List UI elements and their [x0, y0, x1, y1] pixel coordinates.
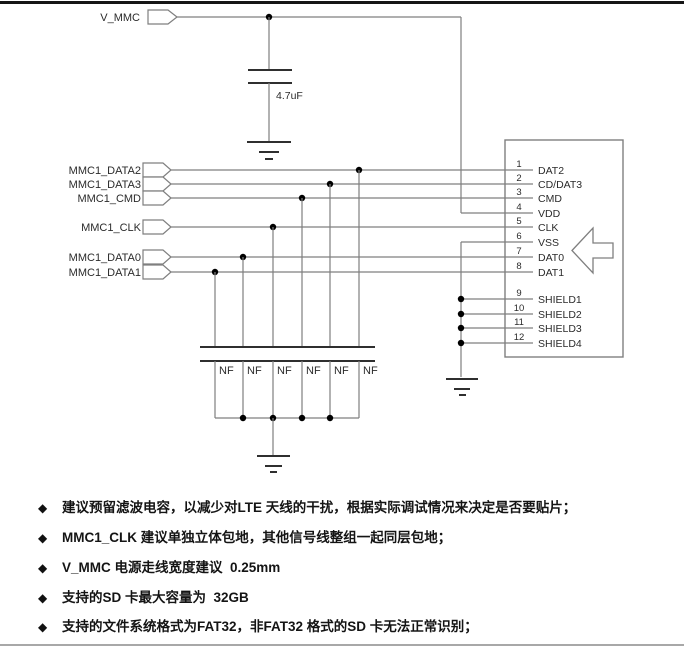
pin-row: 12 SHIELD4	[514, 332, 582, 350]
nf-label: NF	[334, 365, 349, 377]
nf-capacitor-bank: NF NF NF NF NF NF	[200, 170, 378, 473]
nf-label: NF	[247, 365, 262, 377]
pin-number: 11	[514, 317, 524, 328]
nf-label: NF	[306, 365, 321, 377]
nf-label: NF	[219, 365, 234, 377]
diamond-bullet-icon: ◆	[38, 501, 48, 515]
ground-symbol	[446, 378, 478, 396]
pin-row: 2 CD/DAT3	[516, 173, 582, 191]
pin-row: 3 CMD	[516, 187, 562, 205]
pin-number: 2	[516, 173, 521, 184]
pin-name: CD/DAT3	[538, 179, 582, 191]
pin-number: 6	[516, 231, 521, 242]
pin-number: 4	[516, 202, 521, 213]
pin-name: SHIELD4	[538, 338, 582, 350]
net-flag-icon	[142, 176, 172, 192]
pin-name: DAT0	[538, 252, 564, 264]
net-flag-icon	[142, 249, 172, 265]
pin-number: 12	[514, 332, 525, 343]
note-text: 支持的文件系统格式为FAT32，非FAT32 格式的SD 卡无法正常识别；	[62, 619, 478, 634]
pin-name: SHIELD3	[538, 323, 582, 335]
net-label-mmc1-cmd: MMC1_CMD	[77, 193, 141, 205]
power-net-v-mmc: V_MMC	[100, 9, 533, 214]
net-label-mmc1-data0: MMC1_DATA0	[69, 252, 141, 264]
note-line: ◆ V_MMC 电源走线宽度建议 0.25mm	[0, 558, 684, 578]
pin-number: 9	[516, 288, 521, 299]
net-label-mmc1-data2: MMC1_DATA2	[69, 165, 141, 177]
pin-name: VSS	[538, 237, 559, 249]
junction-dot	[298, 414, 306, 422]
pin-row: 5 CLK	[516, 216, 558, 234]
junction-dot	[457, 339, 465, 347]
diamond-bullet-icon: ◆	[38, 620, 48, 634]
junction-dot	[239, 414, 247, 422]
pin-number: 3	[516, 187, 521, 198]
pin-row: 7 DAT0	[516, 246, 564, 264]
pin-name: SHIELD1	[538, 294, 582, 306]
junction-dot	[457, 310, 465, 318]
capacitor-value-label: 4.7uF	[276, 90, 303, 102]
note-text: V_MMC 电源走线宽度建议 0.25mm	[62, 560, 281, 575]
connector-box: 1 DAT2 2 CD/DAT3 3 CMD 4 VDD 5 CLK 6 VSS	[504, 139, 624, 358]
note-text: 建议预留滤波电容，以减少对LTE 天线的干扰，根据实际调试情况来决定是否要贴片；	[62, 500, 577, 515]
net-flag-icon	[142, 219, 172, 235]
pin-row: 10 SHIELD2	[514, 303, 582, 321]
nf-label: NF	[363, 365, 378, 377]
pin-number: 7	[516, 246, 521, 257]
top-border-line	[0, 1, 684, 4]
pin-number: 8	[516, 261, 521, 272]
net-label-mmc1-clk: MMC1_CLK	[81, 222, 142, 234]
net-flag-icon	[142, 190, 172, 206]
pin-row: 11 SHIELD3	[514, 317, 582, 335]
diamond-bullet-icon: ◆	[38, 531, 48, 545]
note-line: ◆ 支持的文件系统格式为FAT32，非FAT32 格式的SD 卡无法正常识别；	[0, 617, 684, 637]
pin-row: 9 SHIELD1	[516, 288, 582, 306]
left-arrow-icon	[571, 226, 614, 275]
net-flag-icon	[142, 162, 172, 178]
power-flag-icon	[147, 9, 178, 25]
net-label-mmc1-data3: MMC1_DATA3	[69, 179, 141, 191]
ground-symbol	[247, 141, 291, 160]
vss-shield-net	[446, 241, 533, 396]
note-line: ◆ 支持的SD 卡最大容量为 32GB	[0, 588, 684, 608]
pin-number: 10	[514, 303, 525, 314]
pin-name: VDD	[538, 208, 561, 220]
pin-name: CLK	[538, 222, 558, 234]
decoupling-capacitor: 4.7uF	[247, 17, 303, 160]
signal-nets: MMC1_DATA2 MMC1_DATA3 MMC1_CMD MMC1_CLK …	[69, 162, 533, 280]
nf-label: NF	[277, 365, 292, 377]
pin-name: CMD	[538, 193, 562, 205]
junction-dot	[326, 414, 334, 422]
diamond-bullet-icon: ◆	[38, 561, 48, 575]
net-label-v-mmc: V_MMC	[100, 12, 140, 24]
pin-row: 8 DAT1	[516, 261, 564, 279]
net-label-mmc1-data1: MMC1_DATA1	[69, 267, 141, 279]
pin-name: DAT2	[538, 165, 564, 177]
schematic-canvas: V_MMC 4.7uF MMC1_DATA2 MMC1_DAT	[69, 9, 624, 473]
pin-row: 1 DAT2	[516, 159, 564, 177]
note-line: ◆ MMC1_CLK 建议单独立体包地，其他信号线整组一起同层包地；	[0, 528, 684, 548]
pin-number: 5	[516, 216, 521, 227]
net-flag-icon	[142, 264, 172, 280]
ground-symbol	[257, 455, 290, 473]
note-text: 支持的SD 卡最大容量为 32GB	[62, 590, 249, 605]
pin-name: SHIELD2	[538, 309, 582, 321]
pin-number: 1	[516, 159, 521, 170]
pin-name: DAT1	[538, 267, 564, 279]
note-text: MMC1_CLK 建议单独立体包地，其他信号线整组一起同层包地；	[62, 530, 452, 545]
diamond-bullet-icon: ◆	[38, 591, 48, 605]
junction-dot	[457, 295, 465, 303]
pin-row: 6 VSS	[516, 231, 559, 249]
pin-row: 4 VDD	[516, 202, 560, 220]
note-line: ◆ 建议预留滤波电容，以减少对LTE 天线的干扰，根据实际调试情况来决定是否要贴…	[0, 498, 684, 518]
bottom-border-line	[0, 644, 684, 646]
junction-dot	[457, 324, 465, 332]
